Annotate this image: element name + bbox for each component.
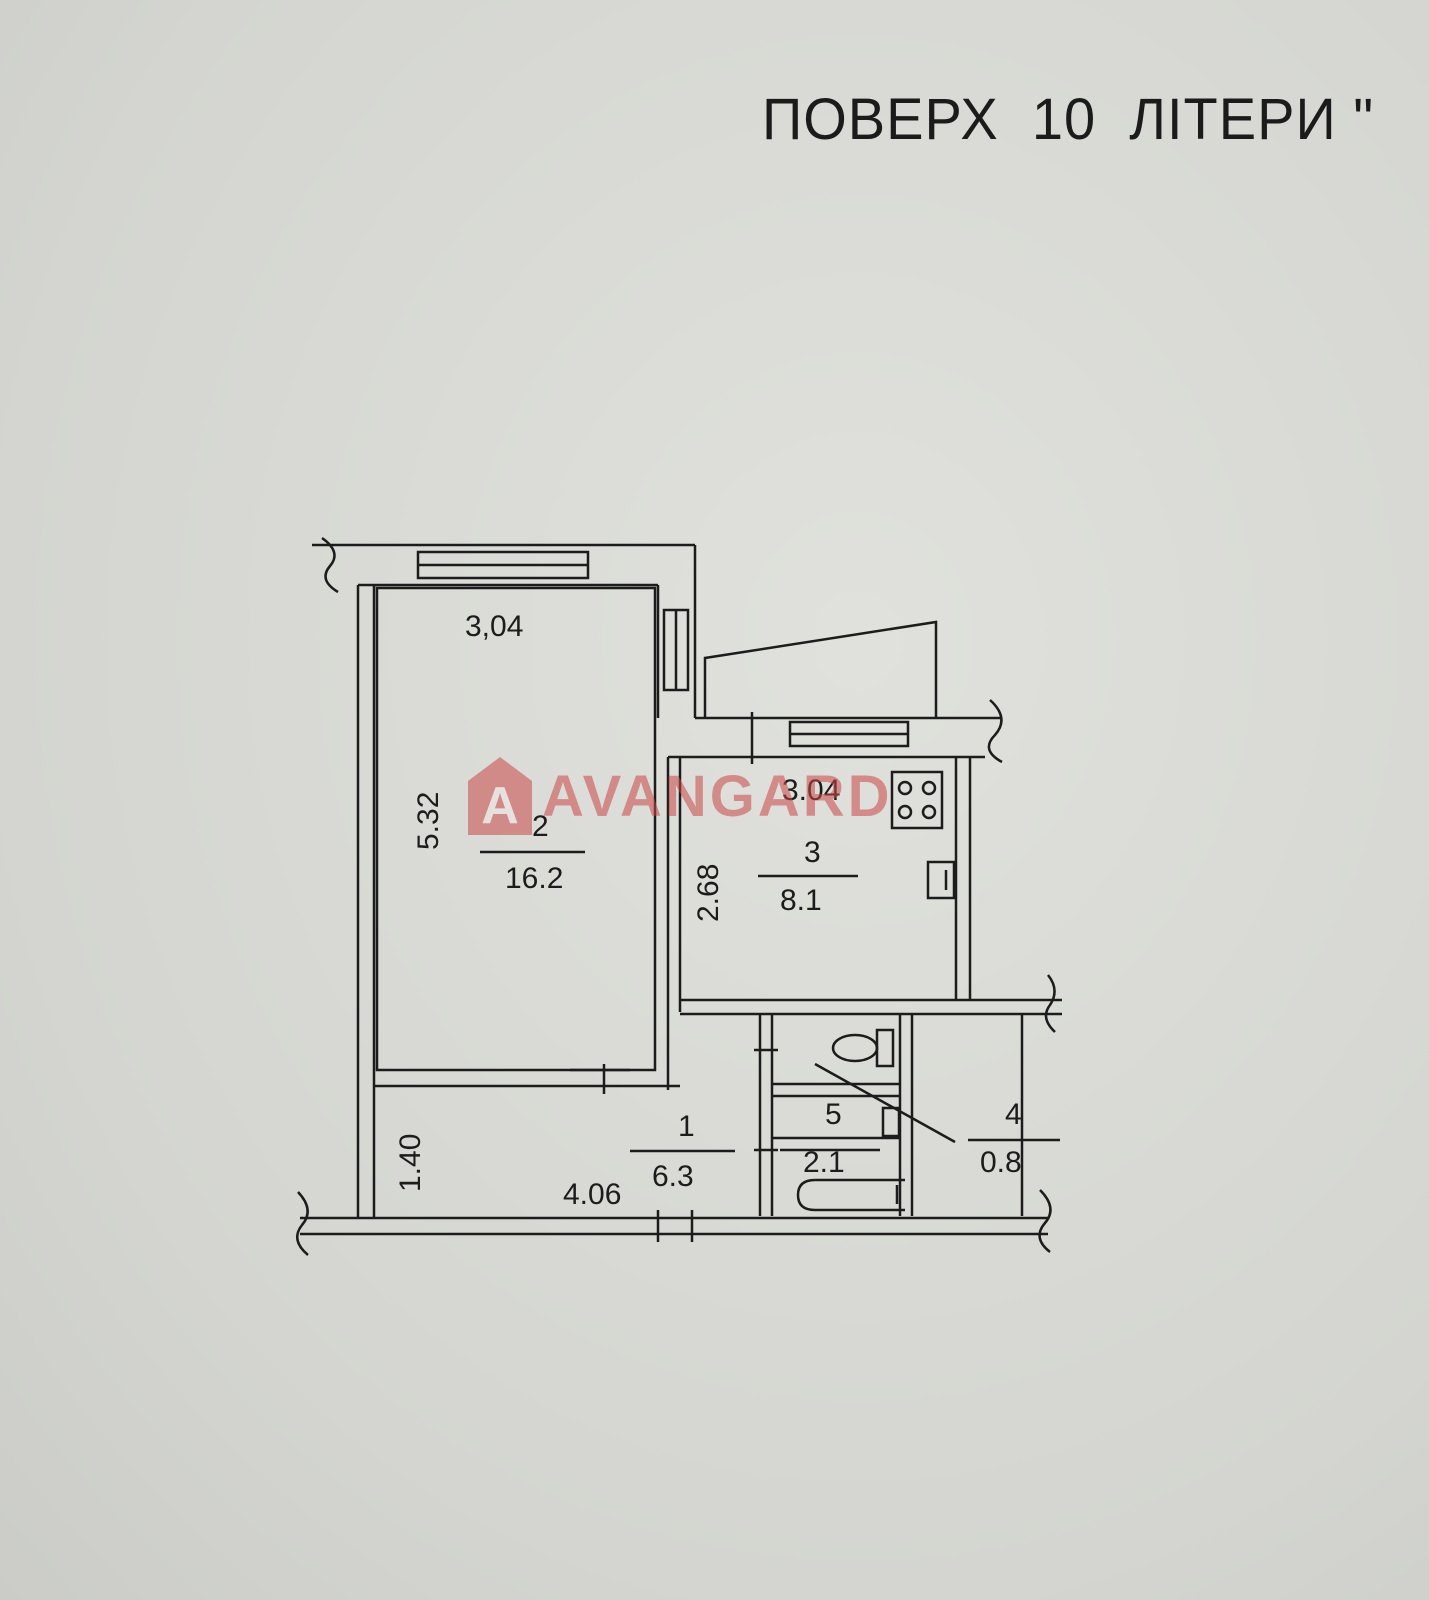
room-3-width: 3.04 [782, 774, 840, 807]
room-5-area: 2.1 [803, 1146, 845, 1179]
window-room2-top [416, 550, 590, 580]
toilet-icon [831, 1028, 895, 1068]
bathtub-icon [796, 1178, 905, 1212]
wall-bottom [295, 1189, 1052, 1256]
room-4-area: 0.8 [980, 1146, 1022, 1179]
room-2-number: 2 [532, 810, 549, 843]
room-1-number: 1 [678, 1110, 695, 1143]
stove-icon [890, 770, 944, 830]
room-3-length: 2.68 [692, 864, 725, 922]
wall-kitchen-bottom [680, 974, 1062, 1033]
room-4-number: 4 [1005, 1098, 1022, 1131]
room-2-area: 16.2 [505, 862, 563, 895]
logo-letter: A [481, 777, 519, 835]
sink-icon [926, 860, 956, 900]
wall-top-kitchen [668, 699, 1003, 764]
watermark-text: AVANGARD [542, 763, 893, 829]
room-2-width: 3,04 [465, 610, 523, 643]
room-2-length: 5.32 [412, 792, 445, 850]
avangard-logo-icon: A [468, 757, 532, 835]
room-5-number: 5 [825, 1098, 842, 1131]
wall-left [356, 585, 376, 1218]
window-room2-side [662, 608, 690, 692]
room-1-area: 6.3 [652, 1160, 694, 1193]
room-1-width: 4.06 [563, 1178, 621, 1211]
room-2-outline [374, 586, 682, 1094]
wall-top-room2 [312, 536, 697, 718]
room-4-outline [968, 1014, 1060, 1216]
room-3-number: 3 [804, 836, 821, 869]
room-1-length: 1.40 [394, 1134, 427, 1192]
wall-kitchen-right [954, 757, 972, 1000]
avangard-watermark: A AVANGARD [466, 755, 893, 837]
window-kitchen [788, 720, 910, 748]
area-dividers [480, 850, 880, 1153]
wall-bathroom-left [754, 1014, 778, 1216]
wc-partition [772, 1062, 956, 1144]
balcony [703, 620, 938, 718]
page-title: ПОВЕРХ 10 ЛІТЕРИ " [762, 85, 1375, 152]
room-3-area: 8.1 [780, 884, 822, 917]
